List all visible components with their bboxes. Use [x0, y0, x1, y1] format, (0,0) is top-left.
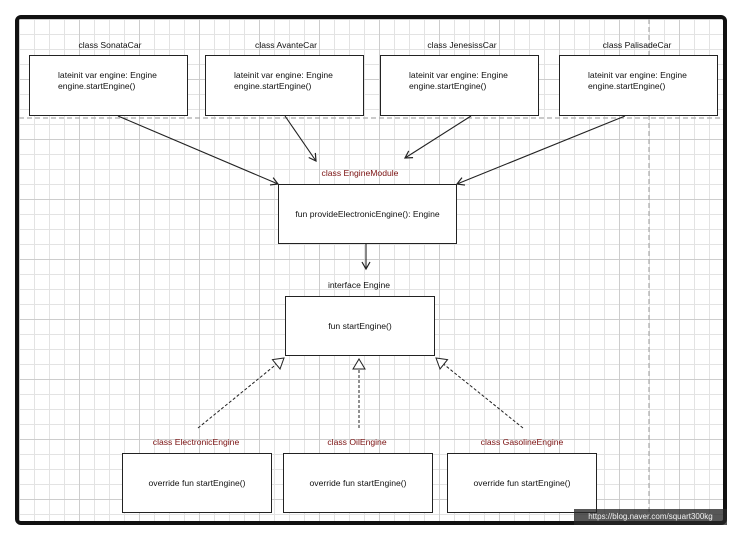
avante-field: lateinit var engine: Engine — [234, 70, 333, 80]
gasoline-engine-box: override fun startEngine() — [447, 453, 597, 513]
engine-interface-box: fun startEngine() — [285, 296, 435, 356]
sonata-class-box: lateinit var engine: Engine engine.start… — [29, 55, 188, 116]
edge-sonata-to-module — [117, 115, 280, 186]
jenesiss-class-title: class JenesissCar — [427, 40, 497, 50]
engine-module-title: class EngineModule — [321, 168, 399, 178]
engine-interface-title: interface Engine — [327, 280, 391, 290]
avante-class-title: class AvanteCar — [255, 40, 317, 50]
oil-engine-title: class OilEngine — [327, 437, 387, 447]
electronic-engine-box: override fun startEngine() — [122, 453, 272, 513]
edge-palisade-to-module — [455, 115, 626, 186]
sonata-call: engine.startEngine() — [58, 81, 136, 91]
jenesiss-call: engine.startEngine() — [409, 81, 487, 91]
palisade-call: engine.startEngine() — [588, 81, 666, 91]
edge-avante-to-module — [284, 115, 317, 162]
sonata-class-title: class SonataCar — [78, 40, 142, 50]
engine-module-method: fun provideElectronicEngine(): Engine — [295, 208, 440, 219]
palisade-field: lateinit var engine: Engine — [588, 70, 687, 80]
edge-electronic-realizes-engine — [197, 357, 285, 429]
edge-gasoline-realizes-engine — [435, 357, 524, 429]
avante-call: engine.startEngine() — [234, 81, 312, 91]
avante-class-box: lateinit var engine: Engine engine.start… — [205, 55, 364, 116]
gasoline-engine-method: override fun startEngine() — [473, 477, 571, 488]
engine-interface-method: fun startEngine() — [328, 320, 392, 331]
electronic-engine-title: class ElectronicEngine — [152, 437, 240, 447]
palisade-class-title: class PalisadeCar — [602, 40, 672, 50]
sonata-field: lateinit var engine: Engine — [58, 70, 157, 80]
palisade-class-box: lateinit var engine: Engine engine.start… — [559, 55, 718, 116]
gasoline-engine-title: class GasolineEngine — [480, 437, 564, 447]
edge-jenesiss-to-module — [403, 115, 472, 159]
jenesiss-class-box: lateinit var engine: Engine engine.start… — [380, 55, 539, 116]
oil-engine-box: override fun startEngine() — [283, 453, 433, 513]
source-watermark: https://blog.naver.com/squart300kg — [574, 509, 727, 525]
engine-module-box: fun provideElectronicEngine(): Engine — [278, 184, 457, 244]
oil-engine-method: override fun startEngine() — [309, 477, 407, 488]
electronic-engine-method: override fun startEngine() — [148, 477, 246, 488]
jenesiss-field: lateinit var engine: Engine — [409, 70, 508, 80]
